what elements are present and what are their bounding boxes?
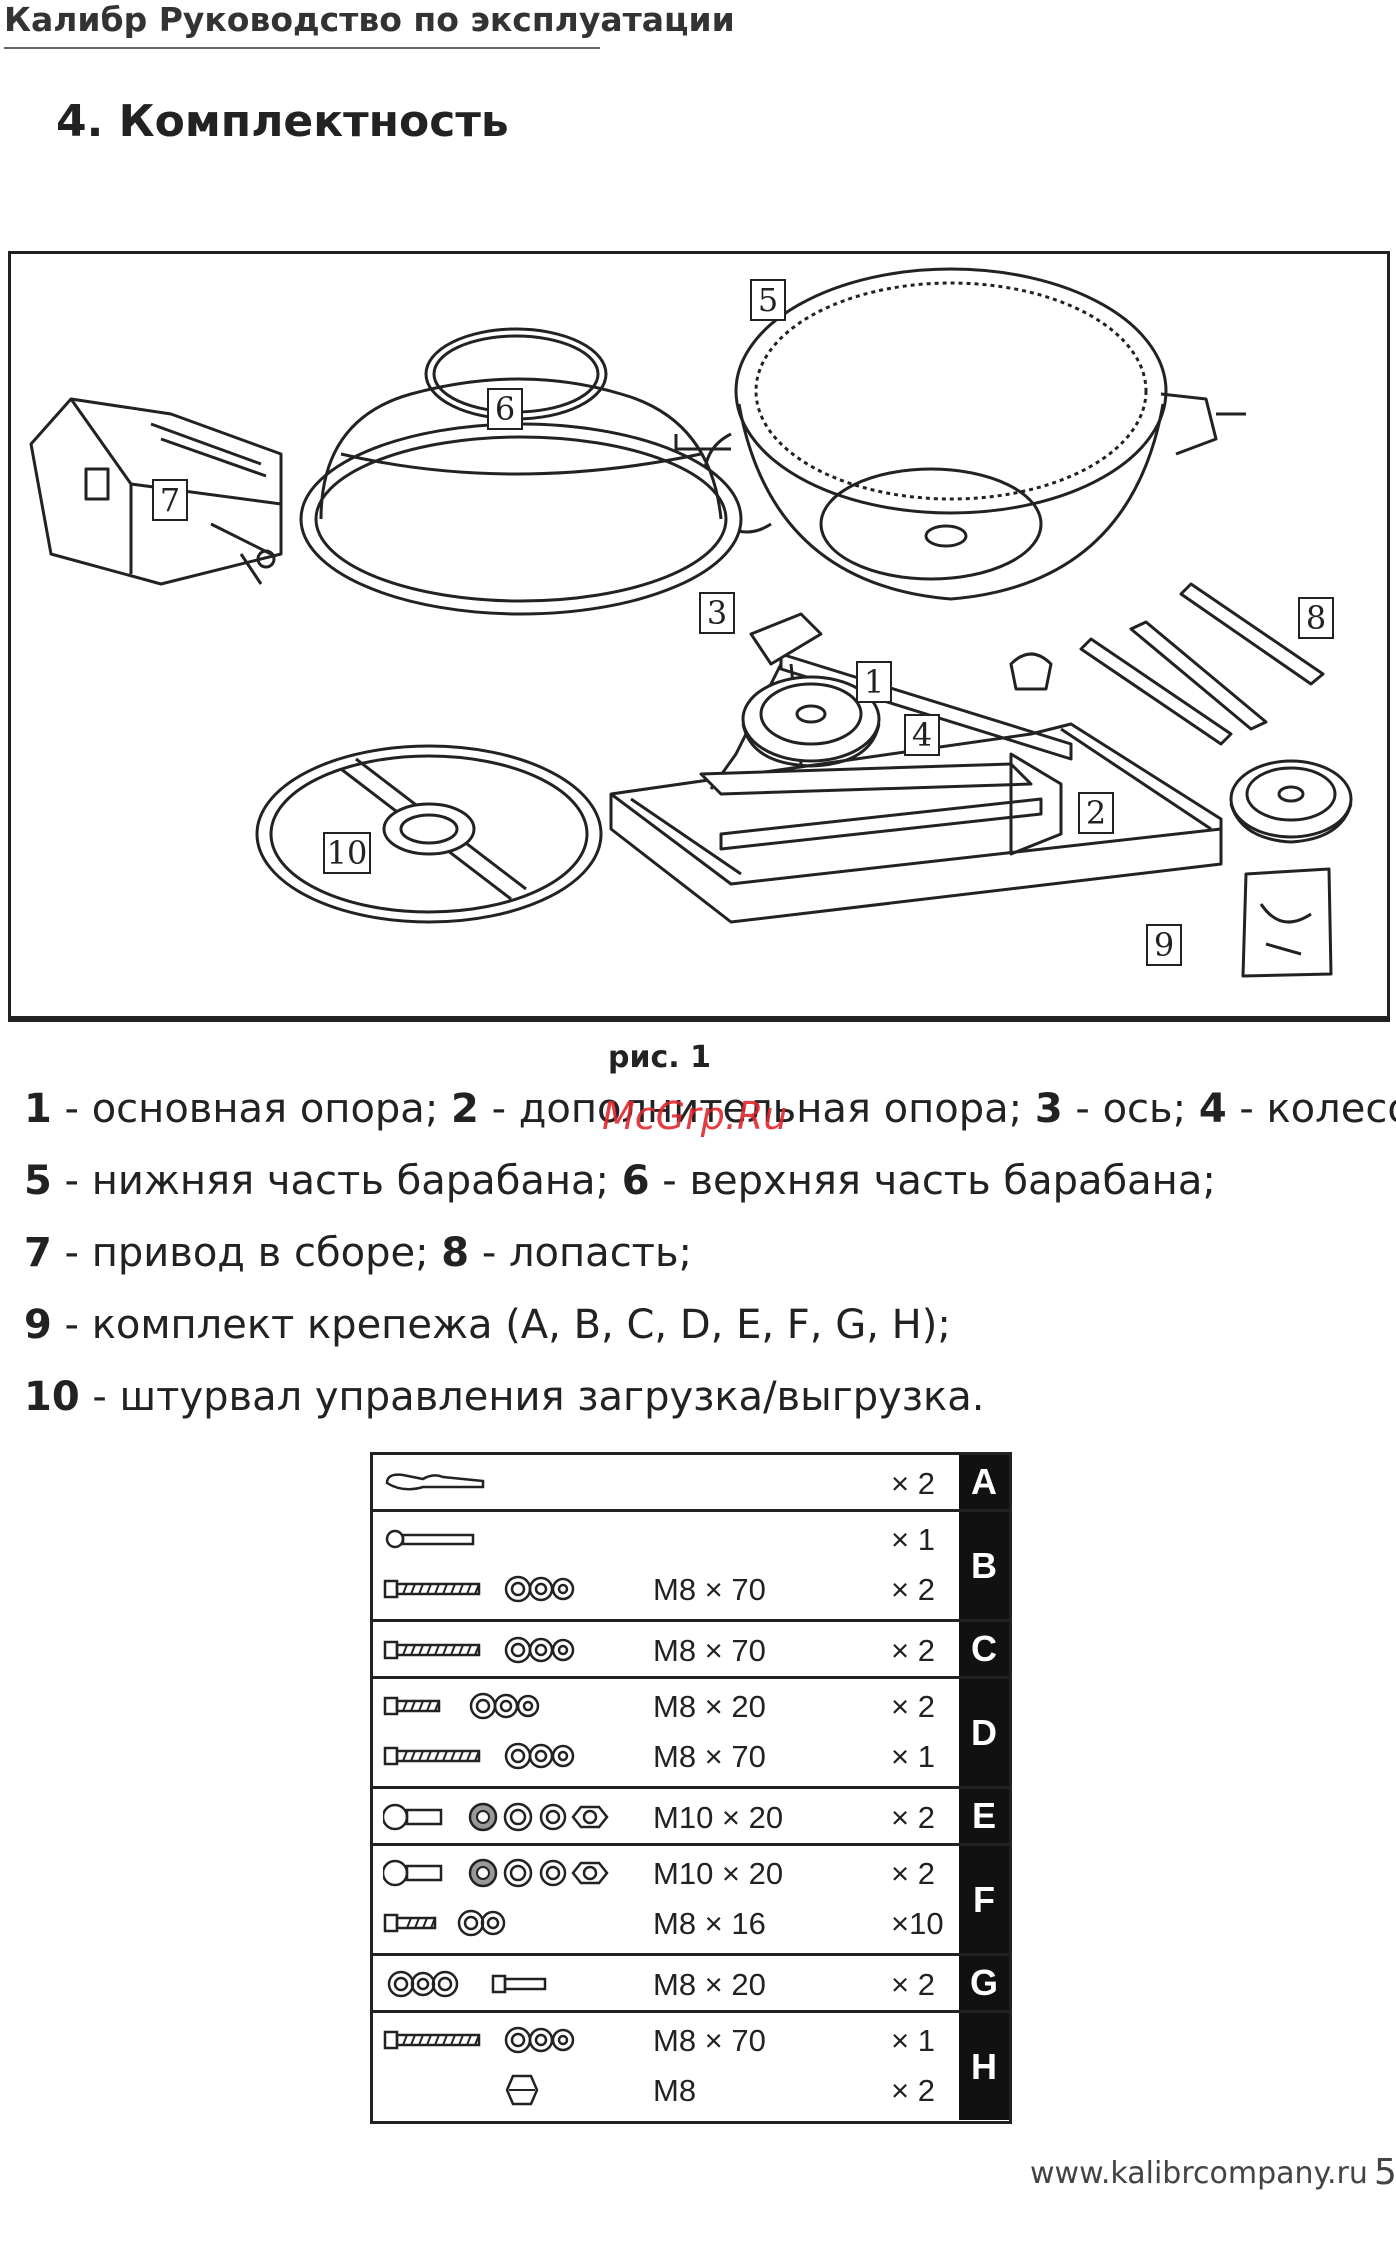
- bolt-long-washers-icon: [383, 1634, 623, 1672]
- item-number: 4: [1198, 1086, 1227, 1132]
- fastener-row-b: B × 1 M8 × 70 × 2: [373, 1512, 1009, 1622]
- wheels-drawing: [741, 675, 1353, 844]
- footer-url: www.kalibrcompany.ru: [1030, 2156, 1368, 2191]
- item-number: 2: [451, 1086, 479, 1132]
- fastener-size: M10 × 20: [653, 1799, 784, 1835]
- fastener-quantity: × 1: [891, 2023, 935, 2058]
- item-number: 6: [621, 1158, 650, 1204]
- label-3: 3: [699, 592, 735, 634]
- handwheel-drawing: [255, 744, 603, 924]
- fastener-quantity: × 2: [891, 1966, 935, 2002]
- fastener-set-letter: B: [959, 1512, 1009, 1619]
- fastener-kit-table: A × 2 B × 1 M8 × 70 × 2 C M8 × 70 × 2 D M8 × 20 × 2…: [370, 1452, 1012, 2124]
- item-text: - колесо;: [1239, 1086, 1396, 1132]
- fastener-row-d: D M8 × 20 × 2 M8 × 70 × 1: [373, 1679, 1009, 1789]
- fastener-size: M8 × 20: [653, 1689, 766, 1724]
- item-text: - нижняя часть барабана;: [51, 1158, 622, 1204]
- blades-drawing: [1009, 582, 1325, 746]
- fastener-quantity: × 2: [891, 1632, 935, 1668]
- fastener-set-letter: C: [959, 1622, 1009, 1676]
- watermark: McGrp.Ru: [602, 1094, 788, 1138]
- description-line-2: 5 - нижняя часть барабана; 6 - верхняя ч…: [24, 1158, 1216, 1204]
- fastener-row-f: F M10 × 20 × 2 M8 × 16 ×10: [373, 1846, 1009, 1956]
- fastener-row-h: H M8 × 70 × 1 M8 × 2: [373, 2013, 1009, 2123]
- page-number: 5: [1374, 2152, 1396, 2193]
- drum-top-drawing: [299, 327, 743, 616]
- washers-bolt-icon: [383, 1968, 623, 2006]
- fastener-quantity: × 2: [891, 1856, 935, 1891]
- fastener-set-letter: A: [959, 1455, 1009, 1509]
- bolt-long-washers-icon: [383, 2024, 623, 2062]
- description-line-5: 10 - штурвал управления загрузка/выгрузк…: [24, 1374, 984, 1420]
- item-text: - основная опора;: [51, 1086, 452, 1132]
- fastener-size: M8 × 16: [653, 1906, 766, 1941]
- item-number: 7: [24, 1230, 52, 1276]
- item-number: 5: [24, 1158, 52, 1204]
- fastener-row-a: A × 2: [373, 1455, 1009, 1512]
- description-line-4: 9 - комплект крепежа (A, B, C, D, E, F, …: [24, 1302, 951, 1348]
- label-4: 4: [904, 714, 940, 756]
- bolt-long-washers-icon: [383, 1740, 623, 1778]
- label-5: 5: [750, 279, 786, 321]
- screw-washers-nut-icon: [381, 1857, 623, 1895]
- fastener-size: M8 × 20: [653, 1966, 766, 2002]
- description-line-1: 1 - основная опора; 2 - дополнительная о…: [24, 1086, 1396, 1132]
- fastener-size: M8 × 70: [653, 1739, 766, 1774]
- item-text: - привод в сборе;: [51, 1230, 442, 1276]
- item-number: 8: [441, 1230, 470, 1276]
- nut-icon: [383, 2074, 623, 2112]
- item-number: 1: [24, 1086, 52, 1132]
- mixer-exploded-drawing: [29, 267, 1353, 978]
- fastener-quantity: × 2: [891, 1799, 935, 1835]
- fastener-quantity: × 1: [891, 1522, 935, 1557]
- fastener-set-letter: E: [959, 1789, 1009, 1843]
- fastener-quantity: × 2: [891, 1572, 935, 1607]
- label-8: 8: [1298, 597, 1334, 639]
- description-line-3: 7 - привод в сборе; 8 - лопасть;: [24, 1230, 692, 1276]
- fastener-set-letter: H: [959, 2013, 1009, 2120]
- label-6: 6: [487, 388, 523, 430]
- item-text: - комплект крепежа (A, B, C, D, E, F, G,…: [51, 1302, 951, 1348]
- fastener-size: M8 × 70: [653, 1572, 766, 1607]
- running-header: Калибр Руководство по эксплуатации: [4, 0, 735, 49]
- item-number: 10: [24, 1374, 80, 1420]
- figure-caption: рис. 1: [608, 1040, 711, 1075]
- bolt-long-washers-icon: [383, 1573, 623, 1611]
- parts-figure: 1 2 3 4 5 6 7 8 9 10: [8, 251, 1390, 1019]
- fastener-quantity: ×10: [891, 1906, 944, 1941]
- item-text: - дополнительная опора;: [478, 1086, 1035, 1132]
- label-2: 2: [1078, 792, 1114, 834]
- item-text: - штурвал управления загрузка/выгрузка.: [79, 1374, 985, 1420]
- item-text: - ось;: [1062, 1086, 1199, 1132]
- fastener-row-g: G M8 × 20 × 2: [373, 1956, 1009, 2013]
- bolt-small-washers-icon: [383, 1907, 623, 1945]
- split-pin-icon: [383, 1467, 623, 1505]
- fastener-size: M8 × 70: [653, 2023, 766, 2058]
- section-title: 4. Комплектность: [56, 96, 509, 147]
- fastener-quantity: × 1: [891, 1739, 935, 1774]
- bolt-short-washers-icon: [383, 1690, 623, 1728]
- fastener-set-letter: F: [959, 1846, 1009, 1953]
- fastener-set-letter: G: [959, 1956, 1009, 2010]
- item-text: - верхняя часть барабана;: [649, 1158, 1216, 1204]
- item-number: 3: [1034, 1086, 1063, 1132]
- fastener-quantity: × 2: [891, 1689, 935, 1724]
- fastener-row-e: E M10 × 20 × 2: [373, 1789, 1009, 1846]
- fastener-size: M10 × 20: [653, 1856, 784, 1891]
- item-number: 9: [24, 1302, 52, 1348]
- fastener-row-c: C M8 × 70 × 2: [373, 1622, 1009, 1679]
- fastener-quantity: × 2: [891, 1465, 935, 1501]
- fastener-size: M8: [653, 2073, 697, 2108]
- lever-pin-icon: [383, 1523, 623, 1561]
- screw-washers-nut-icon: [381, 1801, 623, 1839]
- label-9: 9: [1146, 924, 1182, 966]
- label-1: 1: [856, 661, 892, 703]
- fastener-quantity: × 2: [891, 2073, 935, 2108]
- label-7: 7: [152, 479, 188, 521]
- fastener-bag-drawing: [1241, 867, 1333, 978]
- fastener-size: M8 × 70: [653, 1632, 766, 1668]
- fastener-set-letter: D: [959, 1679, 1009, 1786]
- item-text: - лопасть;: [469, 1230, 693, 1276]
- label-10: 10: [323, 832, 371, 874]
